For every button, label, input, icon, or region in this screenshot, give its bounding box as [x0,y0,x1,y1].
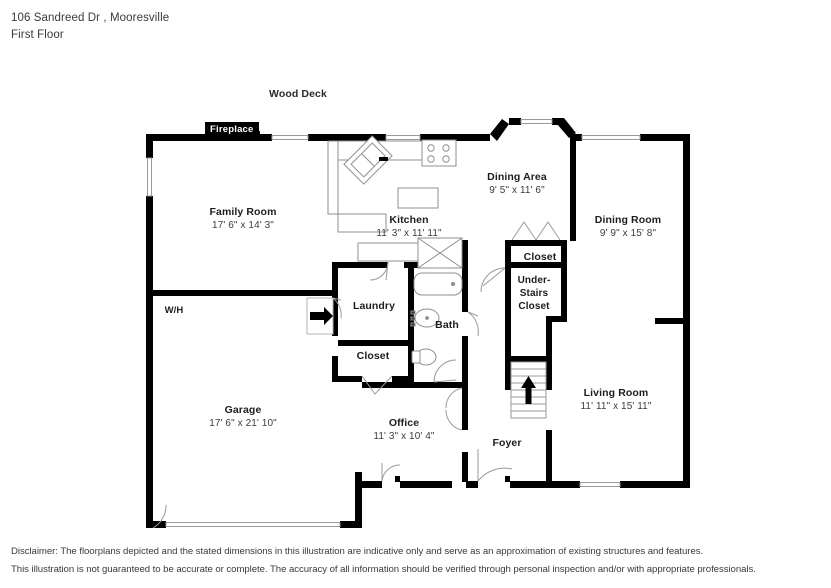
bath-fixtures [410,272,463,366]
page-title: 106 Sandreed Dr , Mooresville First Floo… [11,10,169,44]
floor-label: First Floor [11,29,64,41]
stairs-up-arrow-icon [521,376,536,404]
stairs [510,361,547,419]
doors [152,221,561,529]
property-address: 106 Sandreed Dr , Mooresville [11,12,170,24]
floorplan-svg [146,118,690,529]
disclaimer-line-1: Disclaimer: The floorplans depicted and … [11,546,704,557]
kitchen-lower-counter [357,237,463,269]
floorplan-drawing [146,118,690,529]
fireplace-label: Fireplace [205,122,259,138]
windows [147,119,641,527]
garage-entry-arrow-icon [306,297,334,335]
disclaimer: Disclaimer: The floorplans depicted and … [11,543,821,579]
door-jambs [395,476,510,482]
kitchen-fixtures [327,135,457,233]
disclaimer-line-2: This illustration is not guaranteed to b… [11,564,756,575]
kitchen-counter-accents [379,157,388,161]
